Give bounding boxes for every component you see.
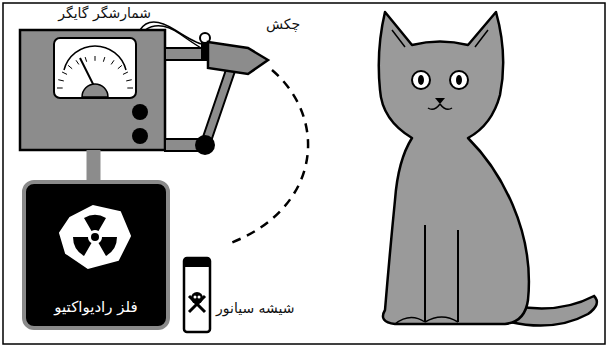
geiger-counter-part-part (126, 80, 132, 81)
geiger-counter (20, 22, 205, 151)
hammer-part (208, 42, 268, 74)
cat-part (379, 12, 529, 324)
geiger-counter-part (57, 56, 133, 88)
geiger-counter-part-part (85, 57, 86, 62)
geiger-counter-part (140, 22, 205, 44)
radioactive-rock-part (73, 215, 117, 256)
cat-part (425, 225, 458, 322)
geiger-counter-part-part (68, 65, 72, 68)
geiger-counter-part (145, 26, 205, 50)
geiger-counter-part-part (127, 88, 133, 89)
geiger-counter-part (165, 48, 205, 60)
node-label: شمارشگر گایگر (20, 5, 165, 22)
cyanide-bottle-part (184, 258, 210, 332)
geiger-counter-part-part (95, 56, 96, 61)
geiger-counter-part (132, 128, 148, 144)
cat-part (435, 98, 445, 104)
hammer-label: چکش (266, 16, 300, 32)
cat-part (428, 104, 452, 109)
geiger-counter-part (64, 46, 126, 70)
cyanide-bottle-part (198, 296, 201, 299)
geiger-counter-box: شمارشگر گایگر (20, 5, 165, 150)
radioactive-rock-part-part (84, 215, 106, 231)
geiger-counter-part-part (111, 60, 114, 64)
cat-part (392, 30, 488, 47)
bottle-label: شیشه سیانور (216, 300, 295, 316)
cat (379, 12, 597, 326)
cat-part (418, 75, 424, 85)
cat-part (456, 75, 462, 85)
geiger-counter-part-part (76, 60, 79, 64)
cyanide-bottle-part (191, 292, 203, 304)
radioactive-rock-part-part (73, 237, 92, 256)
node-label: فلز رادیواکتیو (26, 298, 166, 316)
radioactive-rock-part (91, 233, 99, 241)
radioactive-rock-part (60, 206, 130, 268)
cyanide-bottle-part (194, 296, 197, 299)
radioactive-rock-part-part (99, 237, 118, 256)
hammer (195, 33, 308, 244)
geiger-counter-part (82, 84, 108, 97)
cat-part (450, 71, 468, 89)
geiger-counter-part-part (123, 72, 128, 74)
radioactive-rock (48, 198, 148, 278)
geiger-counter-part (132, 104, 148, 120)
frame (3, 3, 605, 344)
geiger-counter-part (54, 38, 136, 98)
cyanide-bottle-part (184, 258, 210, 267)
geiger-counter-part-part (62, 72, 67, 74)
radioactive-box: فلز رادیواکتیو (22, 180, 170, 330)
hammer-part (195, 135, 215, 155)
geiger-counter-part-part (57, 88, 63, 89)
cyanide-bottle (184, 258, 210, 332)
cat-part (412, 71, 430, 89)
hammer-part (228, 70, 308, 244)
cat-part (395, 317, 458, 324)
hammer-part (205, 66, 232, 145)
geiger-counter-part (20, 30, 165, 150)
geiger-counter-part-part (58, 80, 64, 81)
connector (87, 150, 101, 180)
geiger-counter-part-part (118, 65, 122, 68)
hammer-part (205, 66, 232, 145)
geiger-counter-part-part (103, 57, 104, 62)
